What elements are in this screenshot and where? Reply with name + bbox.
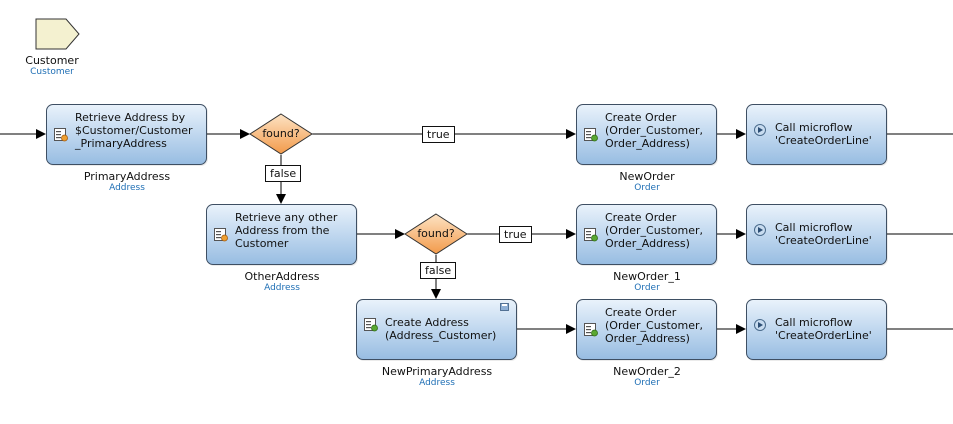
microflow-call-icon — [754, 319, 766, 331]
output-variable-new-order-2: NewOrder_2 Order — [567, 365, 727, 389]
activity-create-order-3[interactable]: Create Order (Order_Customer, Order_Addr… — [576, 299, 717, 360]
retrieve-icon — [54, 128, 68, 142]
decision-label: found? — [417, 227, 455, 240]
output-variable-new-order: NewOrder Order — [567, 170, 727, 194]
edge-label-false-1: false — [265, 165, 302, 182]
activity-retrieve-other-address[interactable]: Retrieve any other Address from the Cust… — [206, 204, 357, 265]
activity-text: Retrieve Address by $Customer/Customer _… — [75, 111, 193, 150]
create-object-icon — [584, 128, 598, 142]
activity-call-microflow-3[interactable]: Call microflow 'CreateOrderLine' — [746, 299, 887, 360]
activity-call-microflow-2[interactable]: Call microflow 'CreateOrderLine' — [746, 204, 887, 265]
decision-found-2[interactable]: found? — [404, 213, 468, 255]
activity-text: Call microflow 'CreateOrderLine' — [775, 121, 872, 147]
variable-type: Order — [634, 183, 660, 193]
activity-create-order-2[interactable]: Create Order (Order_Customer, Order_Addr… — [576, 204, 717, 265]
decision-shape — [404, 213, 468, 255]
microflow-call-icon — [754, 124, 766, 136]
variable-name: NewOrder_1 — [613, 270, 681, 283]
activity-call-microflow-1[interactable]: Call microflow 'CreateOrderLine' — [746, 104, 887, 165]
variable-type: Order — [634, 283, 660, 293]
parameter-icon — [35, 18, 80, 50]
activity-retrieve-primary-address[interactable]: Retrieve Address by $Customer/Customer _… — [46, 104, 207, 165]
create-object-icon — [364, 318, 378, 332]
variable-type: Address — [264, 283, 300, 293]
parameter-name: Customer — [25, 54, 79, 67]
variable-type: Address — [419, 378, 455, 388]
activity-text: Create Order (Order_Customer, Order_Addr… — [605, 111, 703, 150]
activity-text: Call microflow 'CreateOrderLine' — [775, 221, 872, 247]
output-variable-primary-address: PrimaryAddress Address — [47, 170, 207, 194]
activity-text: Retrieve any other Address from the Cust… — [235, 211, 338, 250]
edge-label-true-1: true — [422, 126, 455, 143]
activity-text: Create Order (Order_Customer, Order_Addr… — [605, 211, 703, 250]
variable-type: Order — [634, 378, 660, 388]
activity-text: Create Address (Address_Customer) — [385, 316, 497, 342]
activity-create-address[interactable]: Create Address (Address_Customer) — [356, 299, 517, 360]
commit-icon — [500, 303, 509, 311]
parameter-type: Customer — [30, 67, 74, 77]
retrieve-icon — [214, 228, 228, 242]
create-object-icon — [584, 323, 598, 337]
decision-label: found? — [262, 127, 300, 140]
activity-text: Create Order (Order_Customer, Order_Addr… — [605, 306, 703, 345]
variable-name: NewPrimaryAddress — [381, 365, 493, 378]
output-variable-new-primary-address: NewPrimaryAddress Address — [357, 365, 517, 389]
edge-label-true-2: true — [499, 226, 532, 243]
microflow-call-icon — [754, 224, 766, 236]
activity-text: Call microflow 'CreateOrderLine' — [775, 316, 872, 342]
variable-name: PrimaryAddress — [83, 170, 171, 183]
edge-label-false-2: false — [420, 262, 457, 279]
output-variable-new-order-1: NewOrder_1 Order — [567, 270, 727, 294]
variable-name: OtherAddress — [244, 270, 320, 283]
decision-found-1[interactable]: found? — [249, 113, 313, 155]
output-variable-other-address: OtherAddress Address — [202, 270, 362, 294]
variable-name: NewOrder — [619, 170, 675, 183]
parameter-customer[interactable]: Customer Customer — [12, 17, 92, 81]
decision-shape — [249, 113, 313, 155]
create-object-icon — [584, 228, 598, 242]
variable-name: NewOrder_2 — [613, 365, 681, 378]
activity-create-order-1[interactable]: Create Order (Order_Customer, Order_Addr… — [576, 104, 717, 165]
variable-type: Address — [109, 183, 145, 193]
